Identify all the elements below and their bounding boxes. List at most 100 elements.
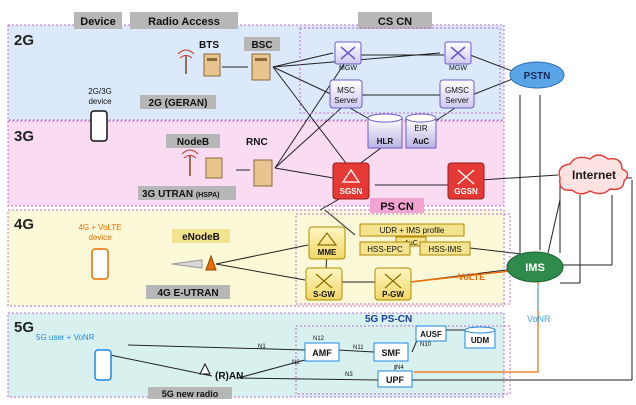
ausf-node: AUSF (415, 325, 447, 342)
nodeb-label: NodeB (177, 137, 209, 148)
legacy-device-line1: 2G/3G (88, 87, 112, 96)
cs-cn-tag-label: CS CN (378, 16, 412, 28)
sgsn-node: SGSN (332, 162, 370, 200)
bsc-cabinet-icon (251, 53, 271, 81)
interface-n12: N12 (313, 336, 325, 342)
amf-label: AMF (312, 348, 332, 358)
label-3g: 3G (14, 128, 34, 145)
radio-access-tag-label: Radio Access (148, 16, 220, 28)
mme-node: MME (308, 226, 346, 260)
smf-node: SMF (373, 342, 409, 362)
radio-access-tag (130, 12, 238, 29)
msc-server: MSC Server (329, 79, 363, 109)
label-5g: 5G (14, 319, 34, 336)
hss-ims-label: HSS-IMS (428, 245, 461, 254)
ggsn-label: GGSN (454, 187, 478, 196)
internet-cloud: Internet (558, 154, 629, 195)
ran-5g-label: (R)AN (215, 371, 243, 382)
upf-node: UPF (377, 370, 413, 388)
gmsc-server-line2: Server (445, 96, 469, 105)
sgw-label: S-GW (313, 290, 335, 299)
upf-label: UPF (386, 375, 405, 385)
cs-cn-tag (358, 12, 432, 29)
vonr-label: VoNR (527, 314, 551, 324)
lte-device-line1: 4G + VoLTE (78, 223, 121, 232)
nr-tag (148, 387, 232, 399)
interface-n10: N10 (420, 342, 432, 348)
ims-node: IMS (506, 251, 564, 283)
mgw-left-label: MGW (339, 65, 357, 72)
label-4g: 4G (14, 216, 34, 233)
amf-node: AMF (304, 342, 340, 362)
interface-n3: N3 (345, 372, 353, 378)
interface-n11: N11 (353, 345, 364, 351)
ran-5g-antenna-icon (199, 362, 211, 375)
eutran-tag (146, 285, 230, 299)
enodeb-antenna-icon (171, 254, 217, 271)
legacy-device-line2: device (88, 97, 112, 106)
udr-group: UDR + IMS profile AuC HSS-EPC HSS-IMS (359, 223, 471, 256)
nodeb-tag (166, 134, 220, 148)
5g-core-region (295, 325, 511, 395)
antenna-icon (177, 49, 195, 74)
nr-device-label: 5G user + VoNR (36, 333, 95, 342)
udr-label: UDR + IMS profile (380, 226, 445, 235)
ims-label: IMS (525, 262, 545, 274)
bts-cabinet-icon (203, 53, 221, 77)
internet-label: Internet (572, 168, 616, 182)
mme-label: MME (318, 248, 337, 257)
bsc-tag (244, 37, 280, 51)
label-2g: 2G (14, 32, 34, 49)
eir-label: EIR (414, 124, 428, 133)
volte-link (409, 269, 521, 283)
geran-tag (140, 95, 216, 109)
pgw-label: P-GW (382, 290, 404, 299)
hlr-label: HLR (377, 137, 394, 146)
nodeb-antenna-icon (181, 149, 199, 176)
enodeb-label: eNodeB (182, 232, 220, 243)
mgw-right: MGW (444, 41, 472, 72)
enodeb-tag (172, 229, 230, 243)
lte-phone-icon (91, 248, 109, 280)
pstn-label: PSTN (524, 71, 551, 82)
rnc-label: RNC (246, 137, 268, 148)
nr-phone-icon (94, 349, 112, 381)
ausf-label: AUSF (420, 330, 442, 339)
cs-cn-region (299, 27, 501, 114)
mgw-left: MGW (334, 41, 362, 72)
interface-n4: N4 (396, 365, 404, 371)
ggsn-node: GGSN (447, 162, 485, 200)
rnc-cabinet-icon (253, 159, 273, 187)
device-tag (74, 12, 122, 29)
legacy-phone-icon (90, 110, 108, 142)
bsc-label: BSC (251, 40, 272, 51)
msc-server-line1: MSC (337, 86, 355, 95)
gmsc-server-line1: GMSC (445, 86, 469, 95)
auc-label-4g: AuC (404, 240, 418, 247)
utran-label: 3G UTRAN (HSPA) (142, 189, 220, 200)
hlr-database: HLR (367, 113, 403, 149)
utran-tag (138, 186, 236, 200)
udm-label: UDM (471, 336, 490, 345)
msc-server-line2: Server (334, 96, 358, 105)
volte-label: VoLTE (458, 272, 485, 282)
pgw-node: P-GW (374, 267, 412, 301)
device-tag-label: Device (80, 16, 115, 28)
vonr-link (414, 282, 539, 373)
pstn-node: PSTN (509, 61, 565, 89)
interface-n1: N1 (258, 344, 266, 350)
eir-database: EIR AuC (405, 113, 437, 149)
ps-cn-tag (370, 198, 424, 213)
sgsn-label: SGSN (340, 187, 363, 196)
lte-device-line2: device (88, 233, 112, 242)
gmsc-server: GMSC Server (439, 79, 475, 109)
nodeb-cabinet-icon (205, 157, 223, 179)
interface-n2: N2 (292, 360, 300, 366)
ps-cn-tag-label: PS CN (380, 201, 414, 213)
sgw-node: S-GW (305, 267, 343, 301)
eutran-label: 4G E-UTRAN (157, 288, 218, 299)
geran-label: 2G (GERAN) (149, 98, 208, 109)
hss-epc-label: HSS-EPC (367, 245, 403, 254)
